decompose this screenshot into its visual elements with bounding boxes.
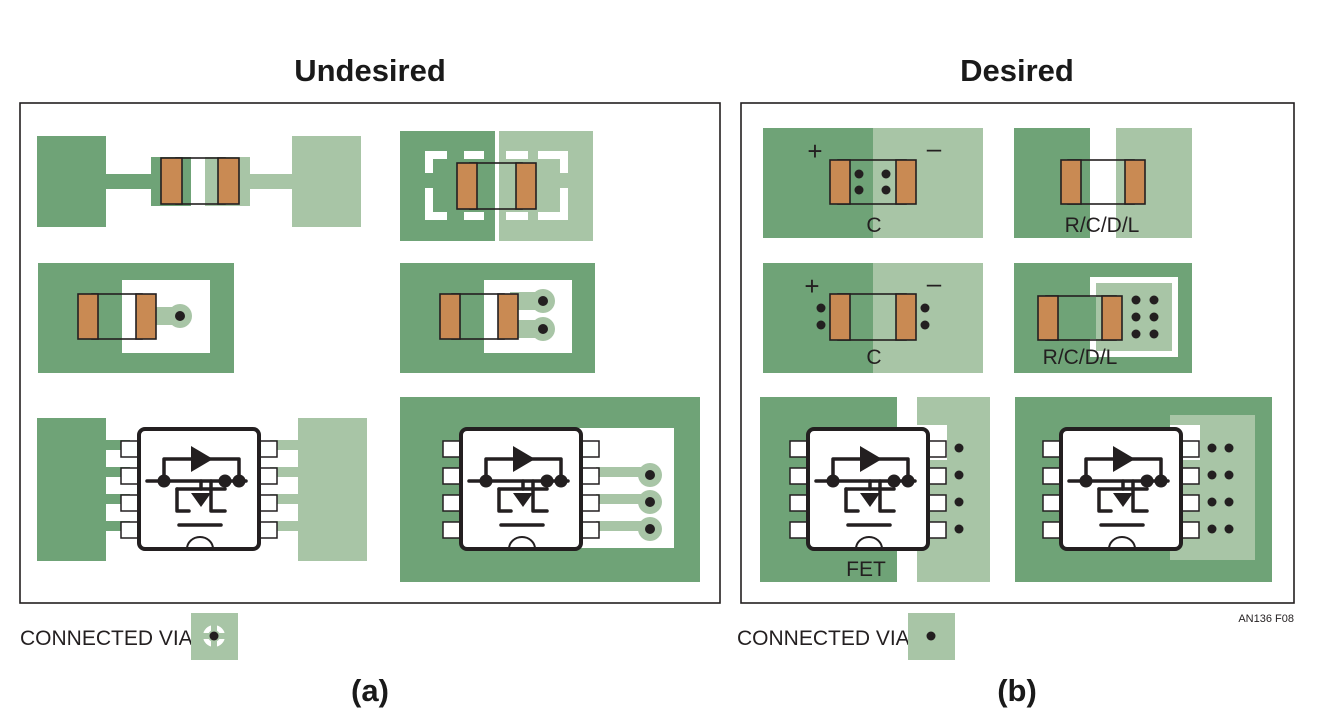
a2-thermal-relief-pads [400,131,593,241]
panel-a-caption: (a) [351,673,389,708]
b5-fet-label: FET [846,558,886,581]
panel-b-legend-via-icon [908,613,955,660]
panel-a-legend-label: CONNECTED VIA [20,627,193,650]
b3-plus-sign: + [804,271,819,301]
b1-cap-vias-under: + – C [763,128,983,238]
b4-component-via-array: R/C/D/L [1014,263,1192,373]
b4-rcdl-label: R/C/D/L [1043,346,1118,369]
a5-fet-thin-traces [37,418,367,561]
b3-minus-sign: – [927,268,942,298]
b2-rcdl-label: R/C/D/L [1065,214,1140,237]
b5-fet-split-copper: FET [760,397,990,582]
b1-plus-sign: + [807,136,822,166]
panel-b-title: Desired [960,53,1074,88]
b1-cap-label: C [866,214,881,237]
b6-fet-via-array [1015,397,1272,582]
panel-b-legend-label: CONNECTED VIA [737,627,910,650]
a4-two-vias [400,263,595,373]
panel-b-caption: (b) [997,673,1037,708]
b3-cap-label: C [866,346,881,369]
b2-component-split-copper: R/C/D/L [1014,128,1192,238]
a6-fet-trace-vias [400,397,700,582]
b3-cap-vias-outside: + – C [763,263,983,373]
b1-minus-sign: – [927,133,942,163]
a3-single-via [38,263,234,373]
panel-a-title: Undesired [294,53,446,88]
a1-resistor-thin-traces [37,136,361,227]
figure-id: AN136 F08 [1238,613,1294,625]
panel-a-legend-via-icon [191,613,238,660]
